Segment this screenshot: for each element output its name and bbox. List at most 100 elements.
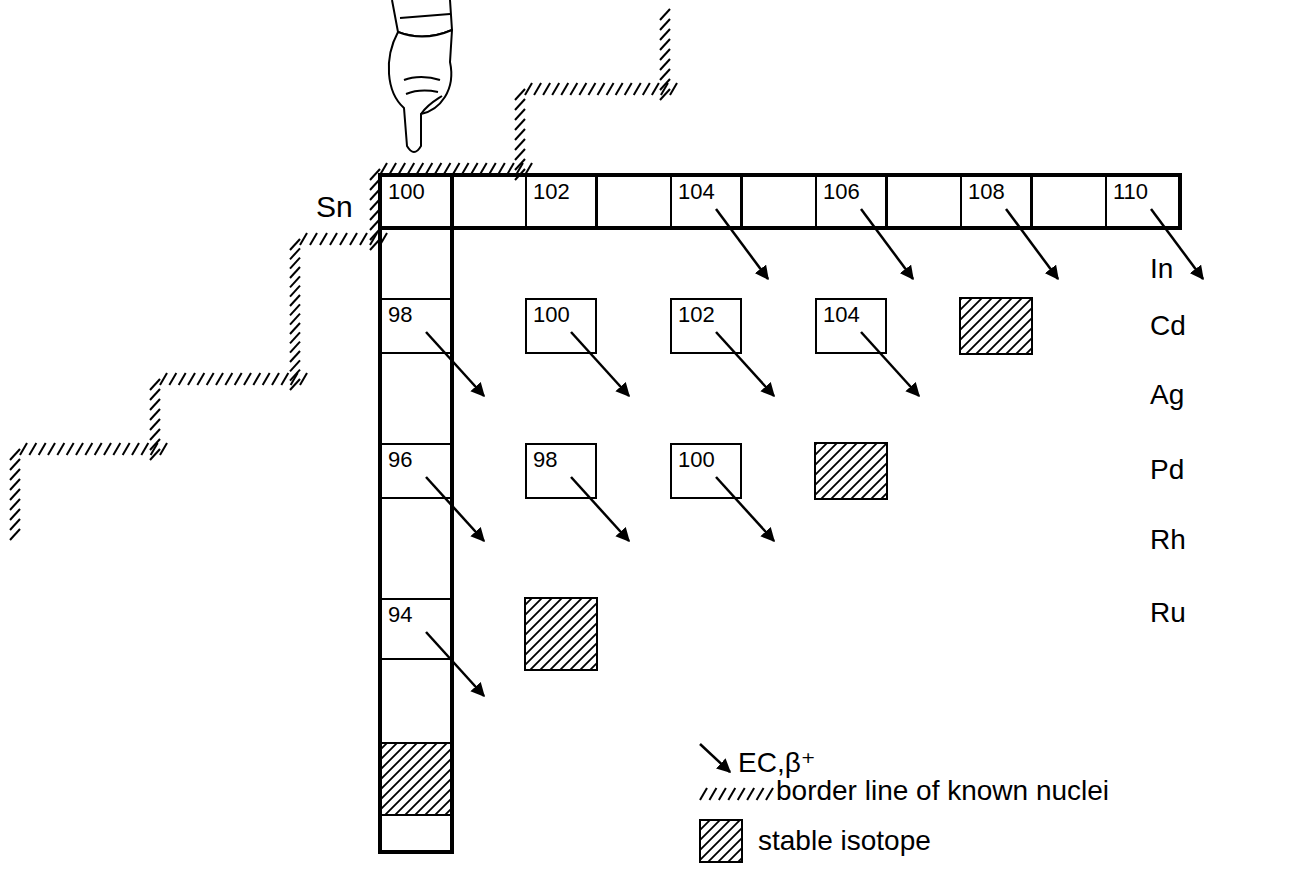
hatch-tick xyxy=(10,479,20,490)
hatch-tick xyxy=(150,379,160,390)
hatch-tick xyxy=(197,373,204,385)
hatch-tick xyxy=(443,163,450,175)
hatch-tick xyxy=(709,788,716,800)
hatch-tick xyxy=(660,49,670,60)
mass-number: 98 xyxy=(533,448,557,472)
decay-arrow xyxy=(426,477,484,541)
hatch-tick xyxy=(290,304,300,315)
hatch-tick xyxy=(480,163,487,175)
hatch-tick xyxy=(728,788,735,800)
nuclide-box: 106 xyxy=(815,175,887,228)
hatch-tick xyxy=(290,351,300,362)
hatch-tick xyxy=(543,83,550,95)
hatch-tick xyxy=(290,258,300,269)
hatch-tick xyxy=(39,443,46,455)
hatch-tick xyxy=(10,529,20,540)
hatch-tick xyxy=(169,373,176,385)
hatch-tick xyxy=(370,169,380,180)
element-symbol: Ru xyxy=(1150,598,1186,629)
sn-row-frame xyxy=(380,175,1180,228)
hatch-tick xyxy=(300,233,307,245)
hatch-tick xyxy=(188,373,195,385)
hatch-tick xyxy=(462,163,469,175)
hatch-tick xyxy=(625,83,632,95)
hatch-tick xyxy=(160,373,167,385)
hatch-tick xyxy=(340,233,347,245)
decay-arrow xyxy=(861,209,913,279)
hatch-tick xyxy=(207,373,214,385)
hatch-tick xyxy=(253,373,260,385)
legend-stable-sample xyxy=(700,820,742,862)
hatch-tick xyxy=(10,449,20,460)
hatch-tick xyxy=(160,443,167,455)
hatch-tick xyxy=(10,519,20,530)
element-symbol: Sn xyxy=(316,190,353,223)
row-dividers xyxy=(597,175,1032,228)
mass-number: 94 xyxy=(388,603,412,627)
hatch-tick xyxy=(471,163,478,175)
nuclide-box: 108 xyxy=(960,175,1032,228)
hatch-tick xyxy=(370,179,380,190)
nuclide-box: 102 xyxy=(525,175,597,228)
hatch-tick xyxy=(534,83,541,95)
hatch-tick xyxy=(350,233,357,245)
border-hatching xyxy=(10,9,773,800)
nuclide-box: 98 xyxy=(380,298,452,354)
hatch-tick xyxy=(552,83,559,95)
hatch-tick xyxy=(489,163,496,175)
hatch-tick xyxy=(300,373,307,385)
hatch-tick xyxy=(588,83,595,95)
decay-arrow xyxy=(426,632,484,696)
mass-number: 104 xyxy=(678,180,715,204)
mass-number: 110 xyxy=(1113,180,1148,204)
legend-text: EC,β⁺ xyxy=(738,748,816,779)
hatch-tick xyxy=(360,233,367,245)
hatch-tick xyxy=(525,83,532,95)
hatch-tick xyxy=(380,163,387,175)
hatch-tick xyxy=(10,459,20,470)
hatch-tick xyxy=(370,219,380,230)
hatch-tick xyxy=(290,379,300,390)
hatch-tick xyxy=(634,83,641,95)
hatch-tick xyxy=(150,409,160,420)
decay-arrow xyxy=(716,209,768,279)
hatch-tick xyxy=(598,83,605,95)
hatch-tick xyxy=(132,443,139,455)
hatch-tick xyxy=(290,332,300,343)
nuclide-box: 102 xyxy=(670,298,742,354)
hatch-tick xyxy=(95,443,102,455)
hatch-tick xyxy=(660,39,670,50)
hatch-tick xyxy=(616,83,623,95)
hatch-tick xyxy=(515,129,525,140)
decay-arrow xyxy=(426,332,484,396)
hatch-tick xyxy=(290,370,300,381)
hatch-tick xyxy=(515,139,525,150)
hatch-tick xyxy=(244,373,251,385)
nuclide-box: 100 xyxy=(380,175,452,228)
hatch-tick xyxy=(10,469,20,480)
hatch-tick xyxy=(20,443,27,455)
hatch-tick xyxy=(434,163,441,175)
stable-isotope xyxy=(380,743,452,815)
element-symbol: Cd xyxy=(1150,311,1186,342)
hatch-tick xyxy=(370,229,380,240)
stable-isotope xyxy=(525,598,597,670)
hatch-tick xyxy=(515,109,525,120)
hatch-tick xyxy=(10,489,20,500)
hatch-tick xyxy=(579,83,586,95)
hatch-tick xyxy=(498,163,505,175)
hatch-tick xyxy=(179,373,186,385)
nuclide-box: 98 xyxy=(525,443,597,499)
hatch-tick xyxy=(757,788,764,800)
hatch-tick xyxy=(660,19,670,30)
hatch-tick xyxy=(515,119,525,130)
mass-number: 100 xyxy=(388,180,425,204)
mass-number: 102 xyxy=(678,303,715,327)
hatch-tick xyxy=(700,788,707,800)
hatch-tick xyxy=(370,209,380,220)
mass-number: 100 xyxy=(533,303,570,327)
nuclide-box: 94 xyxy=(380,598,452,660)
hatch-tick xyxy=(660,59,670,70)
hatch-tick xyxy=(10,509,20,520)
